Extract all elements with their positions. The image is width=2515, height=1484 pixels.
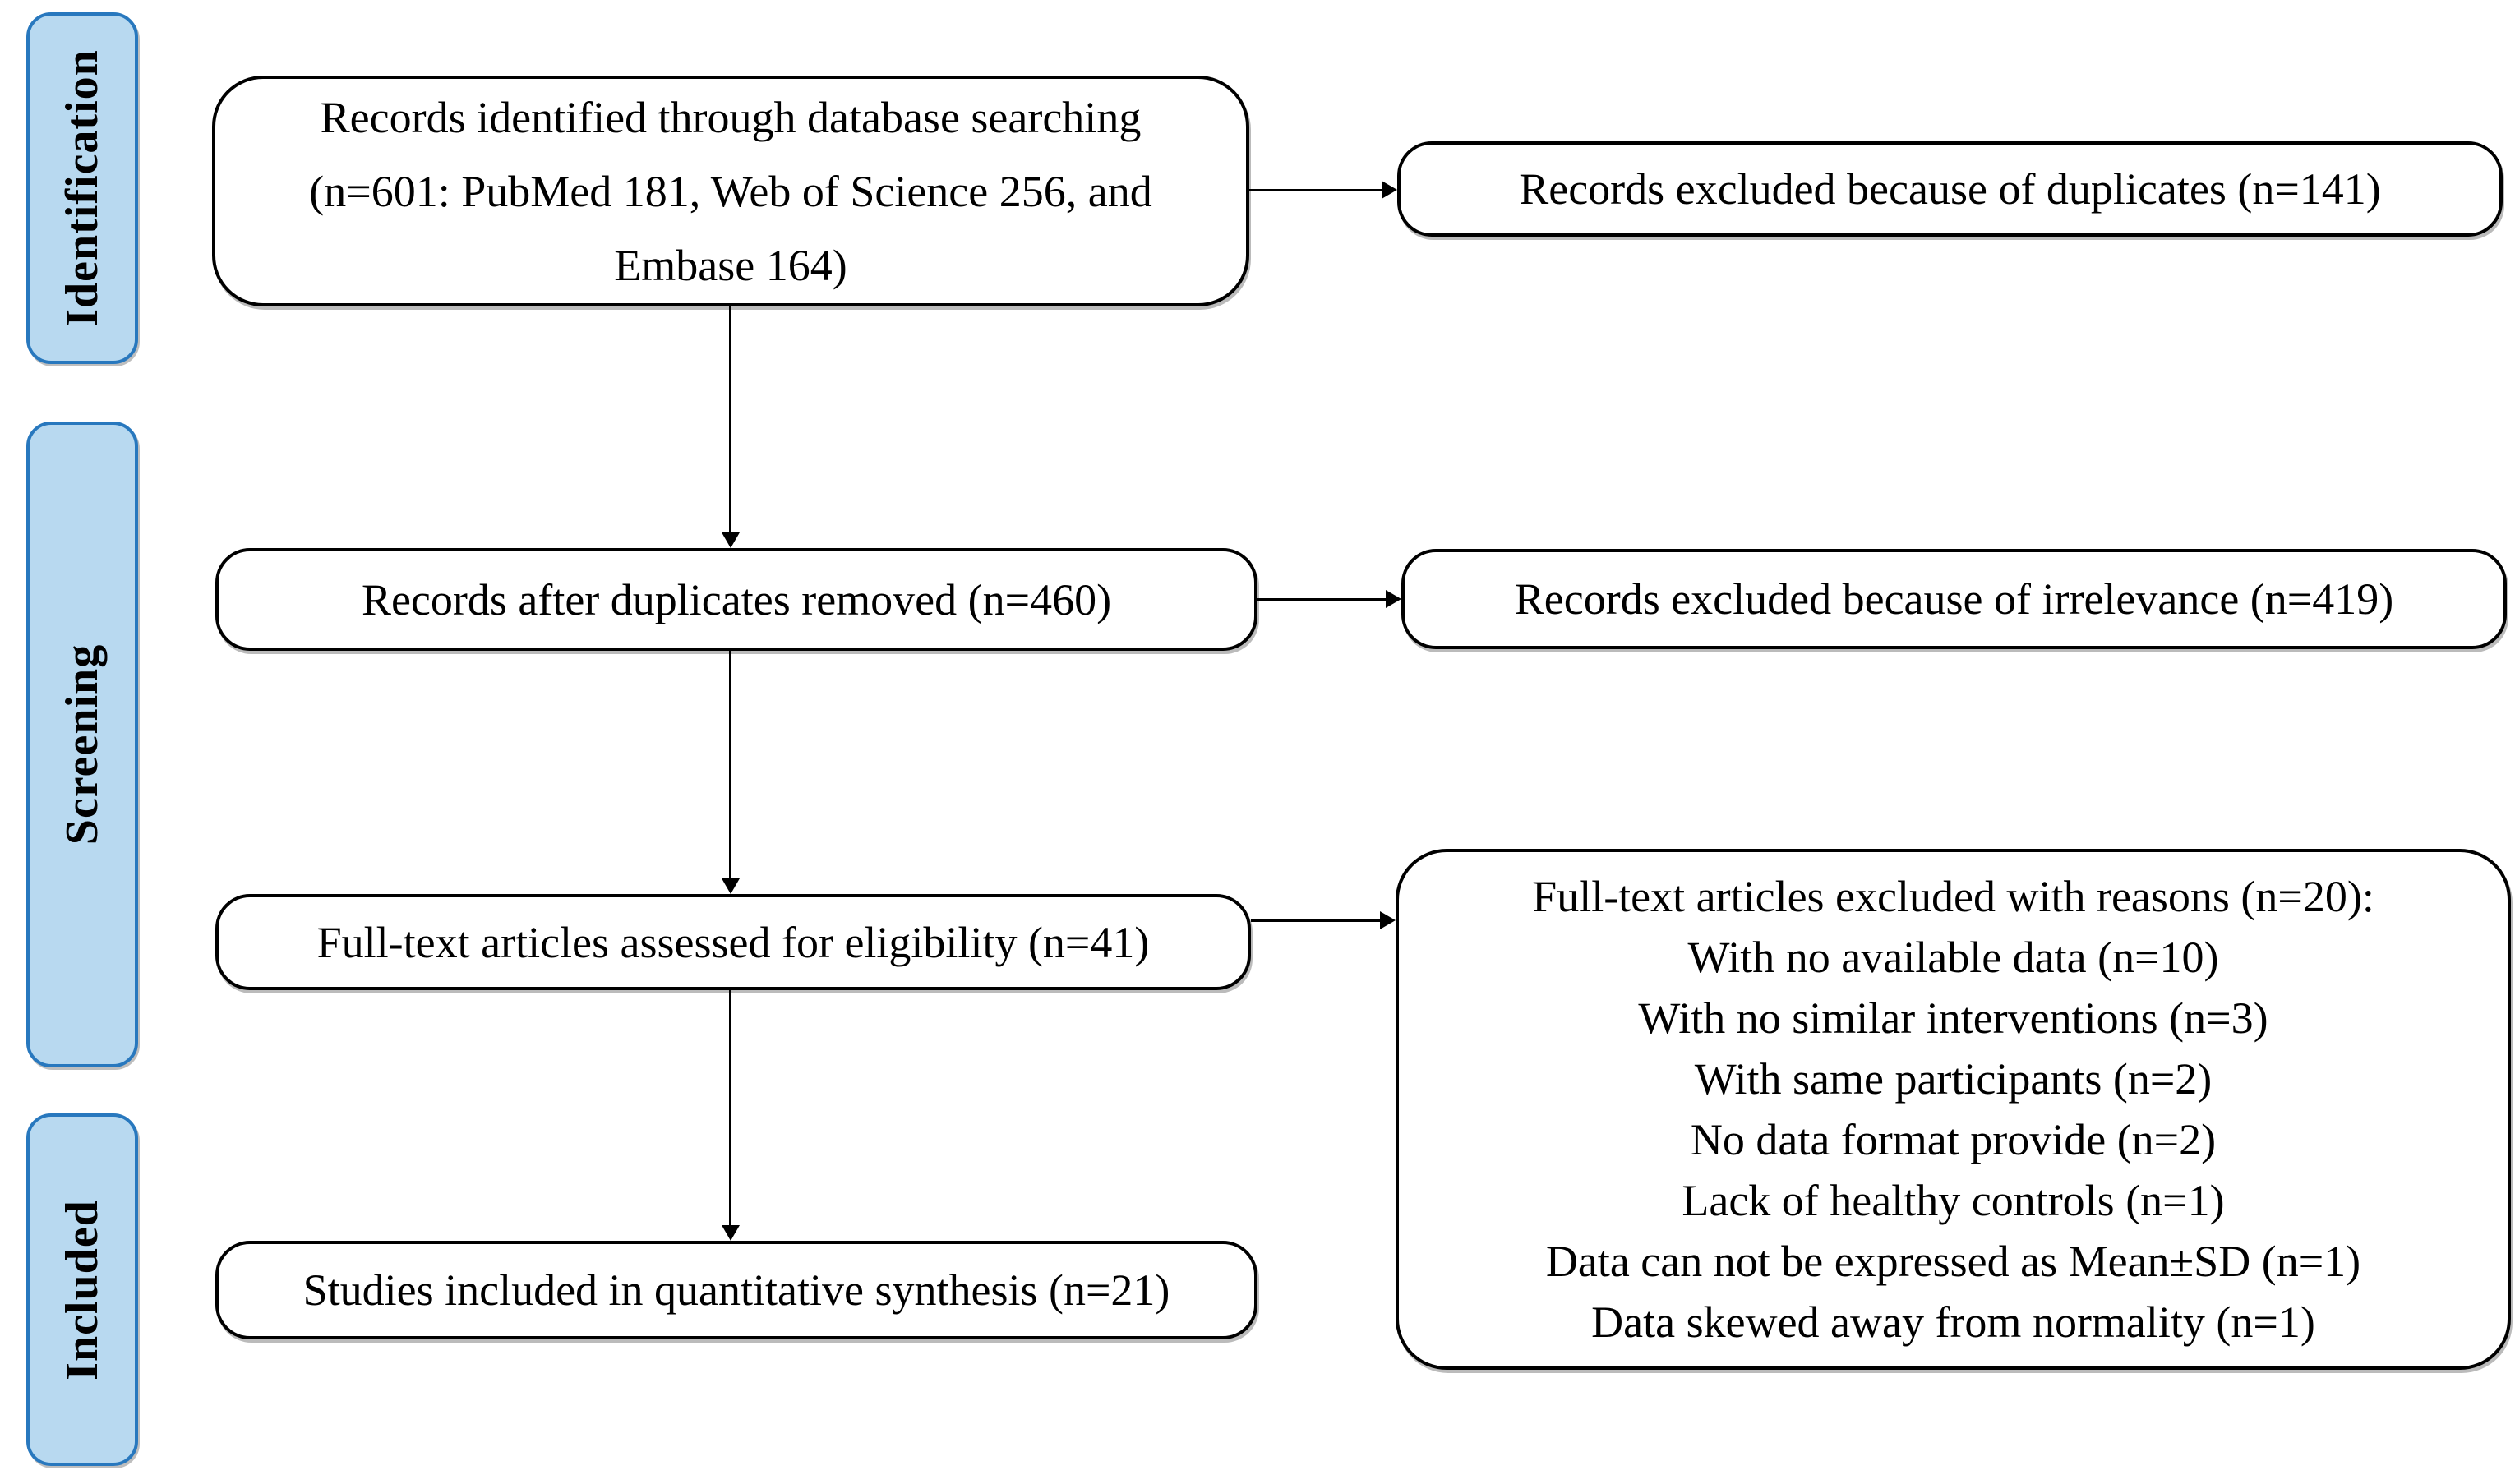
exclusion-reason: Data can not be expressed as Mean±SD (n=… bbox=[1545, 1237, 2361, 1286]
box-text: Records excluded because of irrelevance … bbox=[1514, 574, 2394, 624]
exclusion-title: Full-text articles excluded with reasons… bbox=[1532, 872, 2374, 921]
exclusion-reason: Data skewed away from normality (n=1) bbox=[1591, 1297, 2315, 1347]
stage-label-included: Included bbox=[26, 1113, 138, 1466]
arrowhead-right-icon bbox=[1382, 181, 1397, 199]
box-text: Full-text articles assessed for eligibil… bbox=[316, 917, 1150, 967]
box-records-after-duplicates: Records after duplicates removed (n=460) bbox=[215, 548, 1258, 651]
exclusion-reason: Lack of healthy controls (n=1) bbox=[1682, 1176, 2225, 1225]
box-excluded-duplicates: Records excluded because of duplicates (… bbox=[1397, 141, 2503, 237]
box-studies-included: Studies included in quantitative synthes… bbox=[215, 1241, 1258, 1339]
exclusion-reason: No data format provide (n=2) bbox=[1690, 1115, 2217, 1164]
box-excluded-fulltext-reasons: Full-text articles excluded with reasons… bbox=[1396, 849, 2511, 1370]
arrowhead-down-icon bbox=[722, 878, 740, 894]
arrow-identified-to-excluded-duplicates bbox=[1249, 189, 1383, 191]
exclusion-reason: With same participants (n=2) bbox=[1694, 1054, 2213, 1104]
arrowhead-right-icon bbox=[1386, 590, 1401, 608]
arrowhead-right-icon bbox=[1380, 911, 1396, 929]
arrowhead-down-icon bbox=[722, 1225, 740, 1241]
box-excluded-irrelevance: Records excluded because of irrelevance … bbox=[1401, 549, 2507, 649]
arrowhead-down-icon bbox=[722, 532, 740, 548]
box-fulltext-assessed: Full-text articles assessed for eligibil… bbox=[215, 894, 1251, 990]
arrow-after-duplicates-to-excluded-irrelevance bbox=[1258, 598, 1387, 601]
box-text-line: Records identified through database sear… bbox=[320, 92, 1142, 142]
arrow-fulltext-to-excluded-reasons bbox=[1251, 919, 1382, 922]
stage-label-text: Included bbox=[57, 1199, 108, 1380]
stage-label-identification: Identification bbox=[26, 12, 138, 364]
exclusion-reason: With no similar interventions (n=3) bbox=[1638, 993, 2268, 1043]
arrow-fulltext-to-included bbox=[729, 990, 731, 1227]
stage-label-screening: Screening bbox=[26, 422, 138, 1067]
exclusion-reason: With no available data (n=10) bbox=[1687, 933, 2219, 982]
box-text: Records excluded because of duplicates (… bbox=[1519, 164, 2381, 214]
box-text-line: Embase 164) bbox=[614, 240, 847, 290]
box-text: Records after duplicates removed (n=460) bbox=[361, 574, 1112, 624]
arrow-identified-to-after-duplicates bbox=[729, 306, 731, 535]
box-text: Studies included in quantitative synthes… bbox=[302, 1265, 1170, 1315]
box-text-line: (n=601: PubMed 181, Web of Science 256, … bbox=[309, 166, 1152, 216]
stage-label-text: Screening bbox=[57, 643, 108, 846]
arrow-after-duplicates-to-fulltext bbox=[729, 651, 731, 879]
stage-label-text: Identification bbox=[57, 49, 108, 327]
box-records-identified: Records identified through database sear… bbox=[212, 76, 1249, 306]
